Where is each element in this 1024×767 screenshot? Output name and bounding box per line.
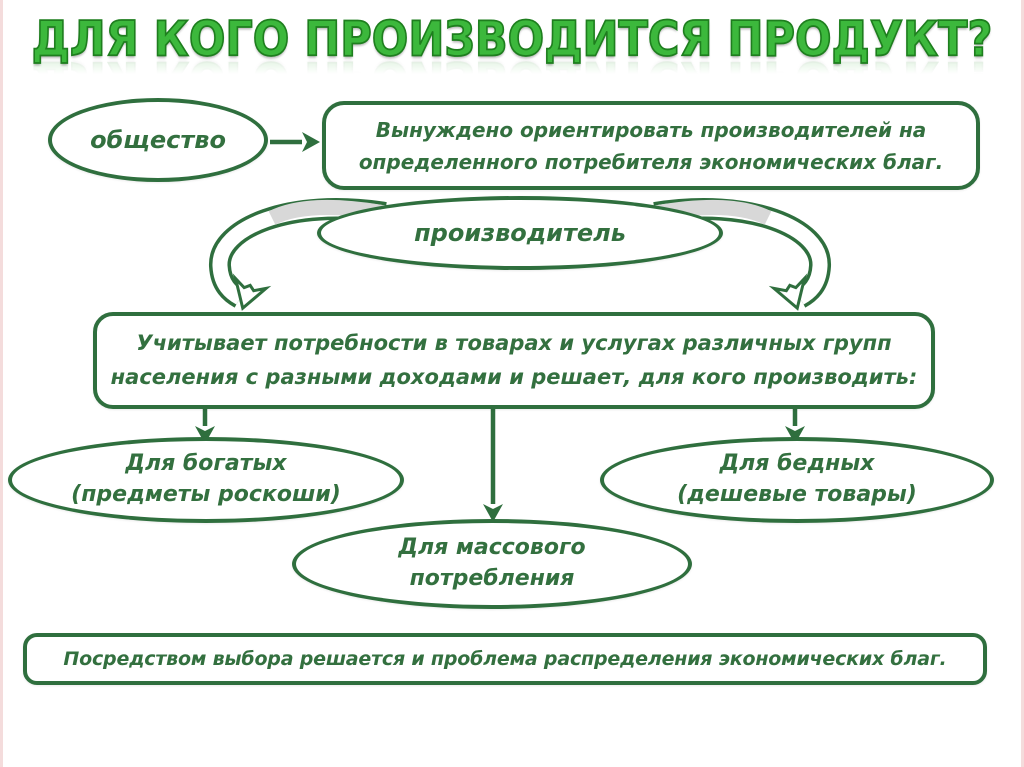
- for-rich-line2: (предметы роскоши): [71, 482, 341, 507]
- to-mass-arrow-icon: [483, 409, 503, 522]
- page-title: ДЛЯ КОГО ПРОИЗВОДИТСЯ ПРОДУКТ?: [31, 11, 993, 69]
- society-arrow-icon: [270, 132, 320, 152]
- producer-rule-line2: населения с разными доходами и решает, д…: [110, 364, 918, 389]
- producer-right-curved-arrow-icon: [653, 198, 831, 311]
- for-mass-ellipse: Для массового потребления: [292, 519, 692, 609]
- for-mass-line2: потребления: [409, 566, 575, 591]
- society-rule-box: Вынуждено ориентировать производителей н…: [322, 101, 980, 190]
- producer-label: производитель: [414, 219, 626, 247]
- producer-ellipse: производитель: [317, 196, 723, 270]
- for-rich-ellipse: Для богатых (предметы роскоши): [8, 437, 404, 523]
- to-poor-arrow-icon: [785, 409, 805, 444]
- slide-right-edge: [1021, 0, 1024, 767]
- society-label: общество: [90, 126, 226, 154]
- footer-text: Посредством выбора решается и проблема р…: [63, 648, 947, 670]
- society-rule-line1: Вынуждено ориентировать производителей н…: [375, 117, 927, 142]
- footer-box: Посредством выбора решается и проблема р…: [23, 633, 987, 685]
- society-ellipse: общество: [48, 98, 268, 182]
- for-poor-ellipse: Для бедных (дешевые товары): [600, 437, 994, 523]
- society-rule-line2: определенного потребителя экономических …: [358, 149, 944, 174]
- slide-left-edge: [0, 0, 3, 767]
- for-mass-line1: Для массового: [398, 535, 586, 561]
- producer-rule-line1: Учитывает потребности в товарах и услуга…: [136, 330, 892, 355]
- for-rich-line1: Для богатых: [125, 451, 287, 477]
- for-poor-line1: Для бедных: [719, 451, 875, 477]
- producer-rule-box: Учитывает потребности в товарах и услуга…: [93, 312, 935, 409]
- for-poor-line2: (дешевые товары): [677, 482, 917, 507]
- to-rich-arrow-icon: [195, 409, 215, 444]
